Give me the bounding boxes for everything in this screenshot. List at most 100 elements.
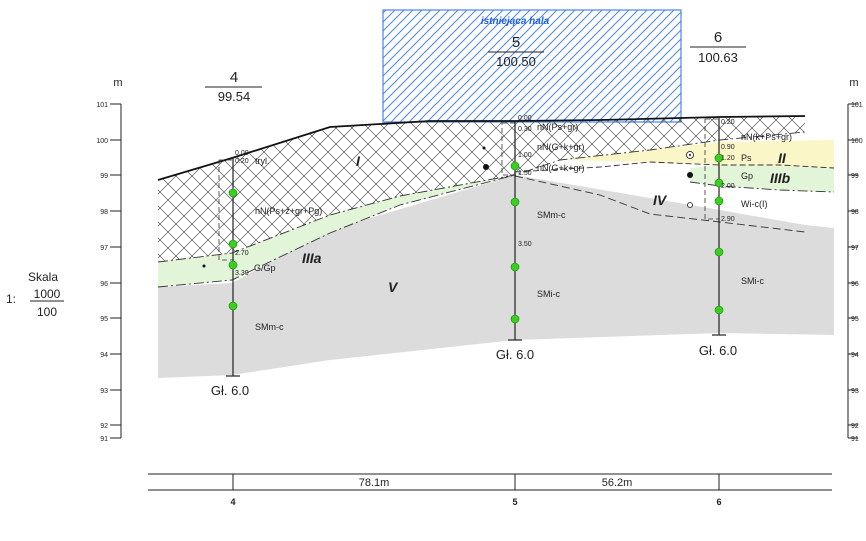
layer-label-iiia: IIIa [302, 250, 322, 266]
layer-label-v: V [388, 279, 399, 295]
depth-label: 0.20 [235, 158, 249, 165]
borehole-4: 0.00 0.20 2.70 3.30 tryl. nN(Ps+ż+gr+Pg)… [205, 69, 322, 398]
soil-label: SMi-c [741, 276, 764, 286]
sample-point [228, 239, 238, 249]
depth-label: 3.30 [235, 270, 249, 277]
tick-label: 93 [851, 388, 859, 395]
soil-label: SMm-c [255, 322, 284, 332]
existing-hall-block [382, 9, 682, 123]
borehole-elevation: 99.54 [218, 89, 251, 104]
tick-label: 94 [851, 352, 859, 359]
water-mark [687, 172, 693, 178]
distance-bar: 78.1m 56.2m 4 5 6 [148, 473, 832, 507]
soil-layer-ii [560, 140, 834, 168]
depth-label: 0.20 [721, 119, 735, 126]
axis-unit: m [113, 77, 122, 89]
soil-layer-v [158, 175, 834, 378]
borehole-elevation: 100.50 [496, 54, 536, 69]
borehole-5: 0.00 0.30 1.00 1.50 3.50 nN(Ps+gr) nN(G+… [488, 34, 585, 362]
tick-label: 96 [851, 281, 859, 288]
layer-label-iv: IV [653, 192, 668, 208]
scale-label: Skala [28, 270, 58, 284]
borehole-depth-label: Gł. 6.0 [496, 347, 534, 362]
water-mark [202, 264, 206, 268]
soil-layer-iiia [158, 175, 515, 287]
soil-label: SMm-c [537, 210, 566, 220]
boundary-iiia-base [157, 174, 516, 288]
depth-label: 0.30 [518, 126, 532, 133]
borehole-number: 5 [512, 34, 520, 51]
soil-label: nN(k+Ps+gr) [741, 132, 792, 142]
elevation-axis-left: m 101 100 99 98 97 96 95 94 93 92 91 [96, 77, 122, 443]
layer-label-ii: II [778, 150, 787, 166]
sample-point [714, 153, 724, 163]
tick-label: 101 [851, 102, 863, 109]
depth-label: 3.50 [518, 241, 532, 248]
ground-surface-line [157, 115, 806, 181]
tick-label: 91 [851, 436, 859, 443]
borehole-depth-label: Gł. 6.0 [699, 343, 737, 358]
soil-label: nN(Ps+ż+gr+Pg) [255, 206, 322, 216]
station-label: 5 [512, 497, 517, 507]
tick-label: 97 [851, 245, 859, 252]
sample-point [510, 262, 520, 272]
soil-label: Ps [741, 153, 752, 163]
boundary-iiib-base [689, 181, 835, 193]
sample-point [714, 305, 724, 315]
sample-point [510, 197, 520, 207]
depth-label: 2.70 [235, 250, 249, 257]
soil-label: nN(Ps+gr) [537, 122, 578, 132]
sample-point [714, 247, 724, 257]
distance-label: 56.2m [602, 477, 633, 489]
tick-label: 99 [100, 173, 108, 180]
station-label: 6 [716, 497, 721, 507]
depth-label: 0.00 [235, 150, 249, 157]
tick-label: 96 [100, 281, 108, 288]
sample-point [228, 260, 238, 270]
borehole-number: 6 [714, 29, 722, 46]
soil-layer-i [158, 116, 805, 262]
scale-numerator: 1000 [34, 287, 61, 301]
depth-label: 1.00 [518, 152, 532, 159]
depth-label: 2.00 [721, 183, 735, 190]
sample-point [714, 178, 724, 188]
soil-label: Gp [741, 171, 753, 181]
layer-label-i: I [356, 153, 361, 169]
borehole-depth-label: Gł. 6.0 [211, 383, 249, 398]
scale-indicator: Skala 1: 1000 100 [6, 270, 64, 319]
depth-label: 0.90 [721, 144, 735, 151]
soil-layer-iiib [690, 165, 834, 192]
borehole-casing [501, 122, 516, 176]
water-mark [482, 146, 486, 150]
tick-label: 95 [100, 316, 108, 323]
depth-label: 0.00 [518, 115, 532, 122]
depth-label: 2.90 [721, 216, 735, 223]
soil-label: nN(G+k+gr) [537, 142, 585, 152]
water-mark [483, 164, 489, 170]
water-mark [687, 202, 693, 208]
tick-label: 100 [96, 138, 108, 145]
soil-label: SMi-c [537, 289, 560, 299]
soil-label: tryl. [255, 156, 270, 166]
sample-point [228, 301, 238, 311]
tick-label: 101 [96, 102, 108, 109]
sample-point [510, 161, 520, 171]
sample-point [510, 314, 520, 324]
tick-label: 92 [100, 423, 108, 430]
hall-label: istniejąca hala [481, 16, 550, 27]
tick-label: 92 [851, 423, 859, 430]
sample-point [228, 188, 238, 198]
soil-label: G/Gp [254, 263, 276, 273]
tick-label: 100 [851, 138, 863, 145]
borehole-elevation: 100.63 [698, 50, 738, 65]
distance-label: 78.1m [359, 477, 390, 489]
borehole-6: 0.20 0.90 1.20 2.00 2.90 nN(k+Ps+gr) Ps … [690, 29, 792, 358]
tick-label: 94 [100, 352, 108, 359]
water-mark [689, 154, 691, 156]
left-ticks: 101 100 99 98 97 96 95 94 93 92 91 [96, 102, 108, 443]
tick-label: 97 [100, 245, 108, 252]
station-label: 4 [230, 497, 235, 507]
layer-label-iiib: IIIb [770, 170, 791, 186]
elevation-axis-right: m 101 100 99 98 97 96 95 94 93 92 91 [847, 77, 863, 443]
